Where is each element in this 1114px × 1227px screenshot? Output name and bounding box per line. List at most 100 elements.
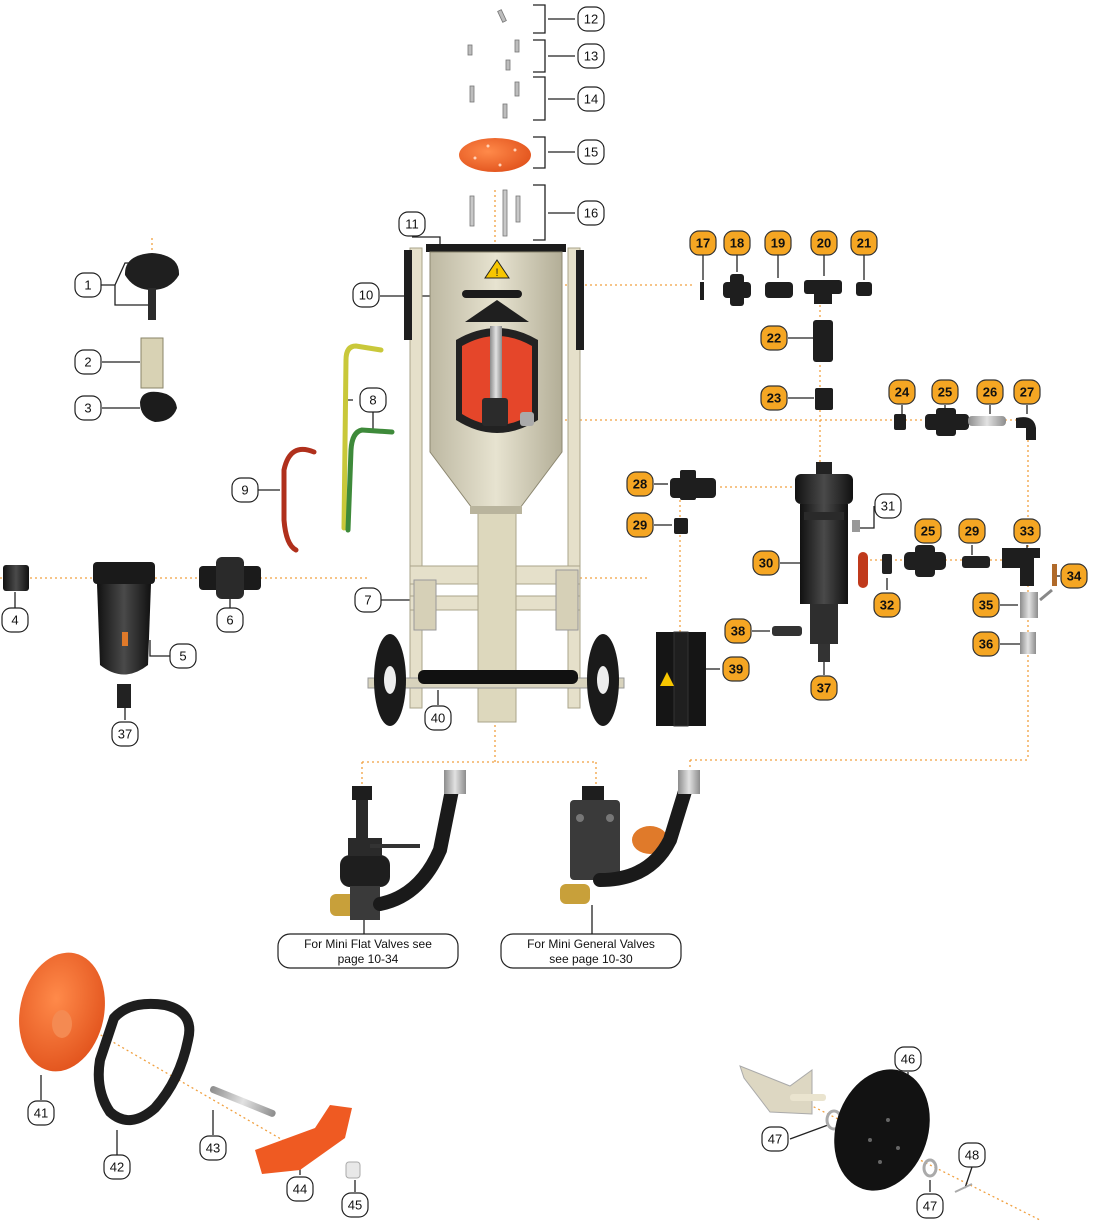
callout-number: 17 <box>696 236 710 251</box>
callout-number: 34 <box>1067 569 1082 584</box>
metering-valve-30 <box>795 462 860 662</box>
callout-badge <box>398 211 426 237</box>
callout-badge <box>199 1135 227 1161</box>
ref-mini-general-line2: see page 10-30 <box>549 952 633 966</box>
fittings-24-27 <box>894 408 1036 440</box>
callout-badge <box>914 518 942 544</box>
callout-badge <box>888 379 916 405</box>
callout-badge <box>724 618 752 644</box>
green-hose-8 <box>345 427 395 533</box>
callout-c35: 35 <box>972 592 1000 618</box>
callout-badge <box>359 387 387 413</box>
callout-badge <box>760 325 788 351</box>
callout-badge <box>216 607 244 633</box>
callout-number: 3 <box>84 401 91 416</box>
callout-badge <box>1 607 29 633</box>
callout-badge <box>577 6 605 32</box>
callout-c5: 5 <box>169 643 197 669</box>
callout-badge <box>626 512 654 538</box>
callout-badge <box>764 230 792 256</box>
callout-number: 19 <box>771 236 785 251</box>
callout-badge <box>689 230 717 256</box>
callout-number: 47 <box>923 1199 937 1214</box>
fitting-38 <box>772 626 802 636</box>
callout-c25b: 25 <box>914 518 942 544</box>
callout-number: 4 <box>11 613 18 628</box>
callout-number: 29 <box>965 524 979 539</box>
callout-badge <box>1060 563 1088 589</box>
callout-number: 7 <box>364 593 371 608</box>
callout-number: 8 <box>369 393 376 408</box>
callout-c1: 1 <box>74 272 102 298</box>
callout-number: 43 <box>206 1141 220 1156</box>
callout-c25a: 25 <box>931 379 959 405</box>
callout-c47b: 47 <box>916 1193 944 1219</box>
gasket-disc-15 <box>459 138 531 172</box>
fittings-28-29 <box>670 470 716 534</box>
blast-vessel: ! <box>426 244 566 514</box>
callout-number: 18 <box>730 236 744 251</box>
callout-badge <box>27 1100 55 1126</box>
fittings-17-23 <box>700 274 872 410</box>
callout-number: 36 <box>979 637 993 652</box>
callout-badge <box>341 1192 369 1218</box>
callout-c29a: 29 <box>626 512 654 538</box>
callout-c18: 18 <box>723 230 751 256</box>
callout-c44: 44 <box>286 1176 314 1202</box>
callout-c39: 39 <box>722 656 750 682</box>
callout-c23: 23 <box>760 385 788 411</box>
washer-47b <box>922 1158 938 1178</box>
callout-c42: 42 <box>103 1154 131 1180</box>
callout-number: 12 <box>584 12 598 27</box>
callout-c37b: 37 <box>810 675 838 701</box>
callout-c16: 16 <box>577 200 605 226</box>
callout-c22: 22 <box>760 325 788 351</box>
knob-assembly <box>124 253 180 422</box>
callout-badge <box>74 272 102 298</box>
callout-c34: 34 <box>1060 563 1088 589</box>
hose-guard-39 <box>656 631 706 727</box>
callout-c40: 40 <box>424 705 452 731</box>
ref-mini-general-valves: For Mini General Valves see page 10-30 <box>500 933 682 969</box>
callout-number: 35 <box>979 598 993 613</box>
callout-badge <box>850 230 878 256</box>
callout-number: 32 <box>880 598 894 613</box>
callout-number: 37 <box>817 681 831 696</box>
ref-mini-flat-line2: page 10-34 <box>338 952 399 966</box>
callout-number: 41 <box>34 1106 48 1121</box>
coupling-4 <box>3 565 29 591</box>
callout-c24: 24 <box>888 379 916 405</box>
callout-badge <box>1013 518 1041 544</box>
red-hose-9 <box>281 446 317 553</box>
callout-number: 28 <box>633 477 647 492</box>
callout-number: 22 <box>767 331 781 346</box>
callout-c7: 7 <box>354 587 382 613</box>
axle-stub <box>739 1065 813 1115</box>
callout-number: 42 <box>110 1160 124 1175</box>
callout-badge <box>810 675 838 701</box>
callout-badge <box>286 1176 314 1202</box>
callout-number: 38 <box>731 624 745 639</box>
callout-badge <box>874 493 902 519</box>
callout-number: 11 <box>405 217 419 232</box>
leader-lines <box>0 4 1060 1221</box>
bolt-43 <box>209 1086 276 1117</box>
callout-c37a: 37 <box>111 721 139 747</box>
pin-48 <box>954 1183 973 1193</box>
callout-c27: 27 <box>1013 379 1041 405</box>
callout-badge <box>1013 379 1041 405</box>
callout-c48: 48 <box>958 1142 986 1168</box>
callout-number: 24 <box>895 385 910 400</box>
callout-c33: 33 <box>1013 518 1041 544</box>
callout-c41: 41 <box>27 1100 55 1126</box>
callout-badge <box>972 631 1000 657</box>
callout-number: 23 <box>767 391 781 406</box>
trolley-frame <box>404 247 584 723</box>
orange-bracket-44 <box>255 1105 352 1174</box>
callout-c4: 4 <box>1 607 29 633</box>
callout-number: 37 <box>118 727 132 742</box>
callout-badge <box>761 1126 789 1152</box>
callout-badge <box>231 477 259 503</box>
callout-badge <box>723 230 751 256</box>
